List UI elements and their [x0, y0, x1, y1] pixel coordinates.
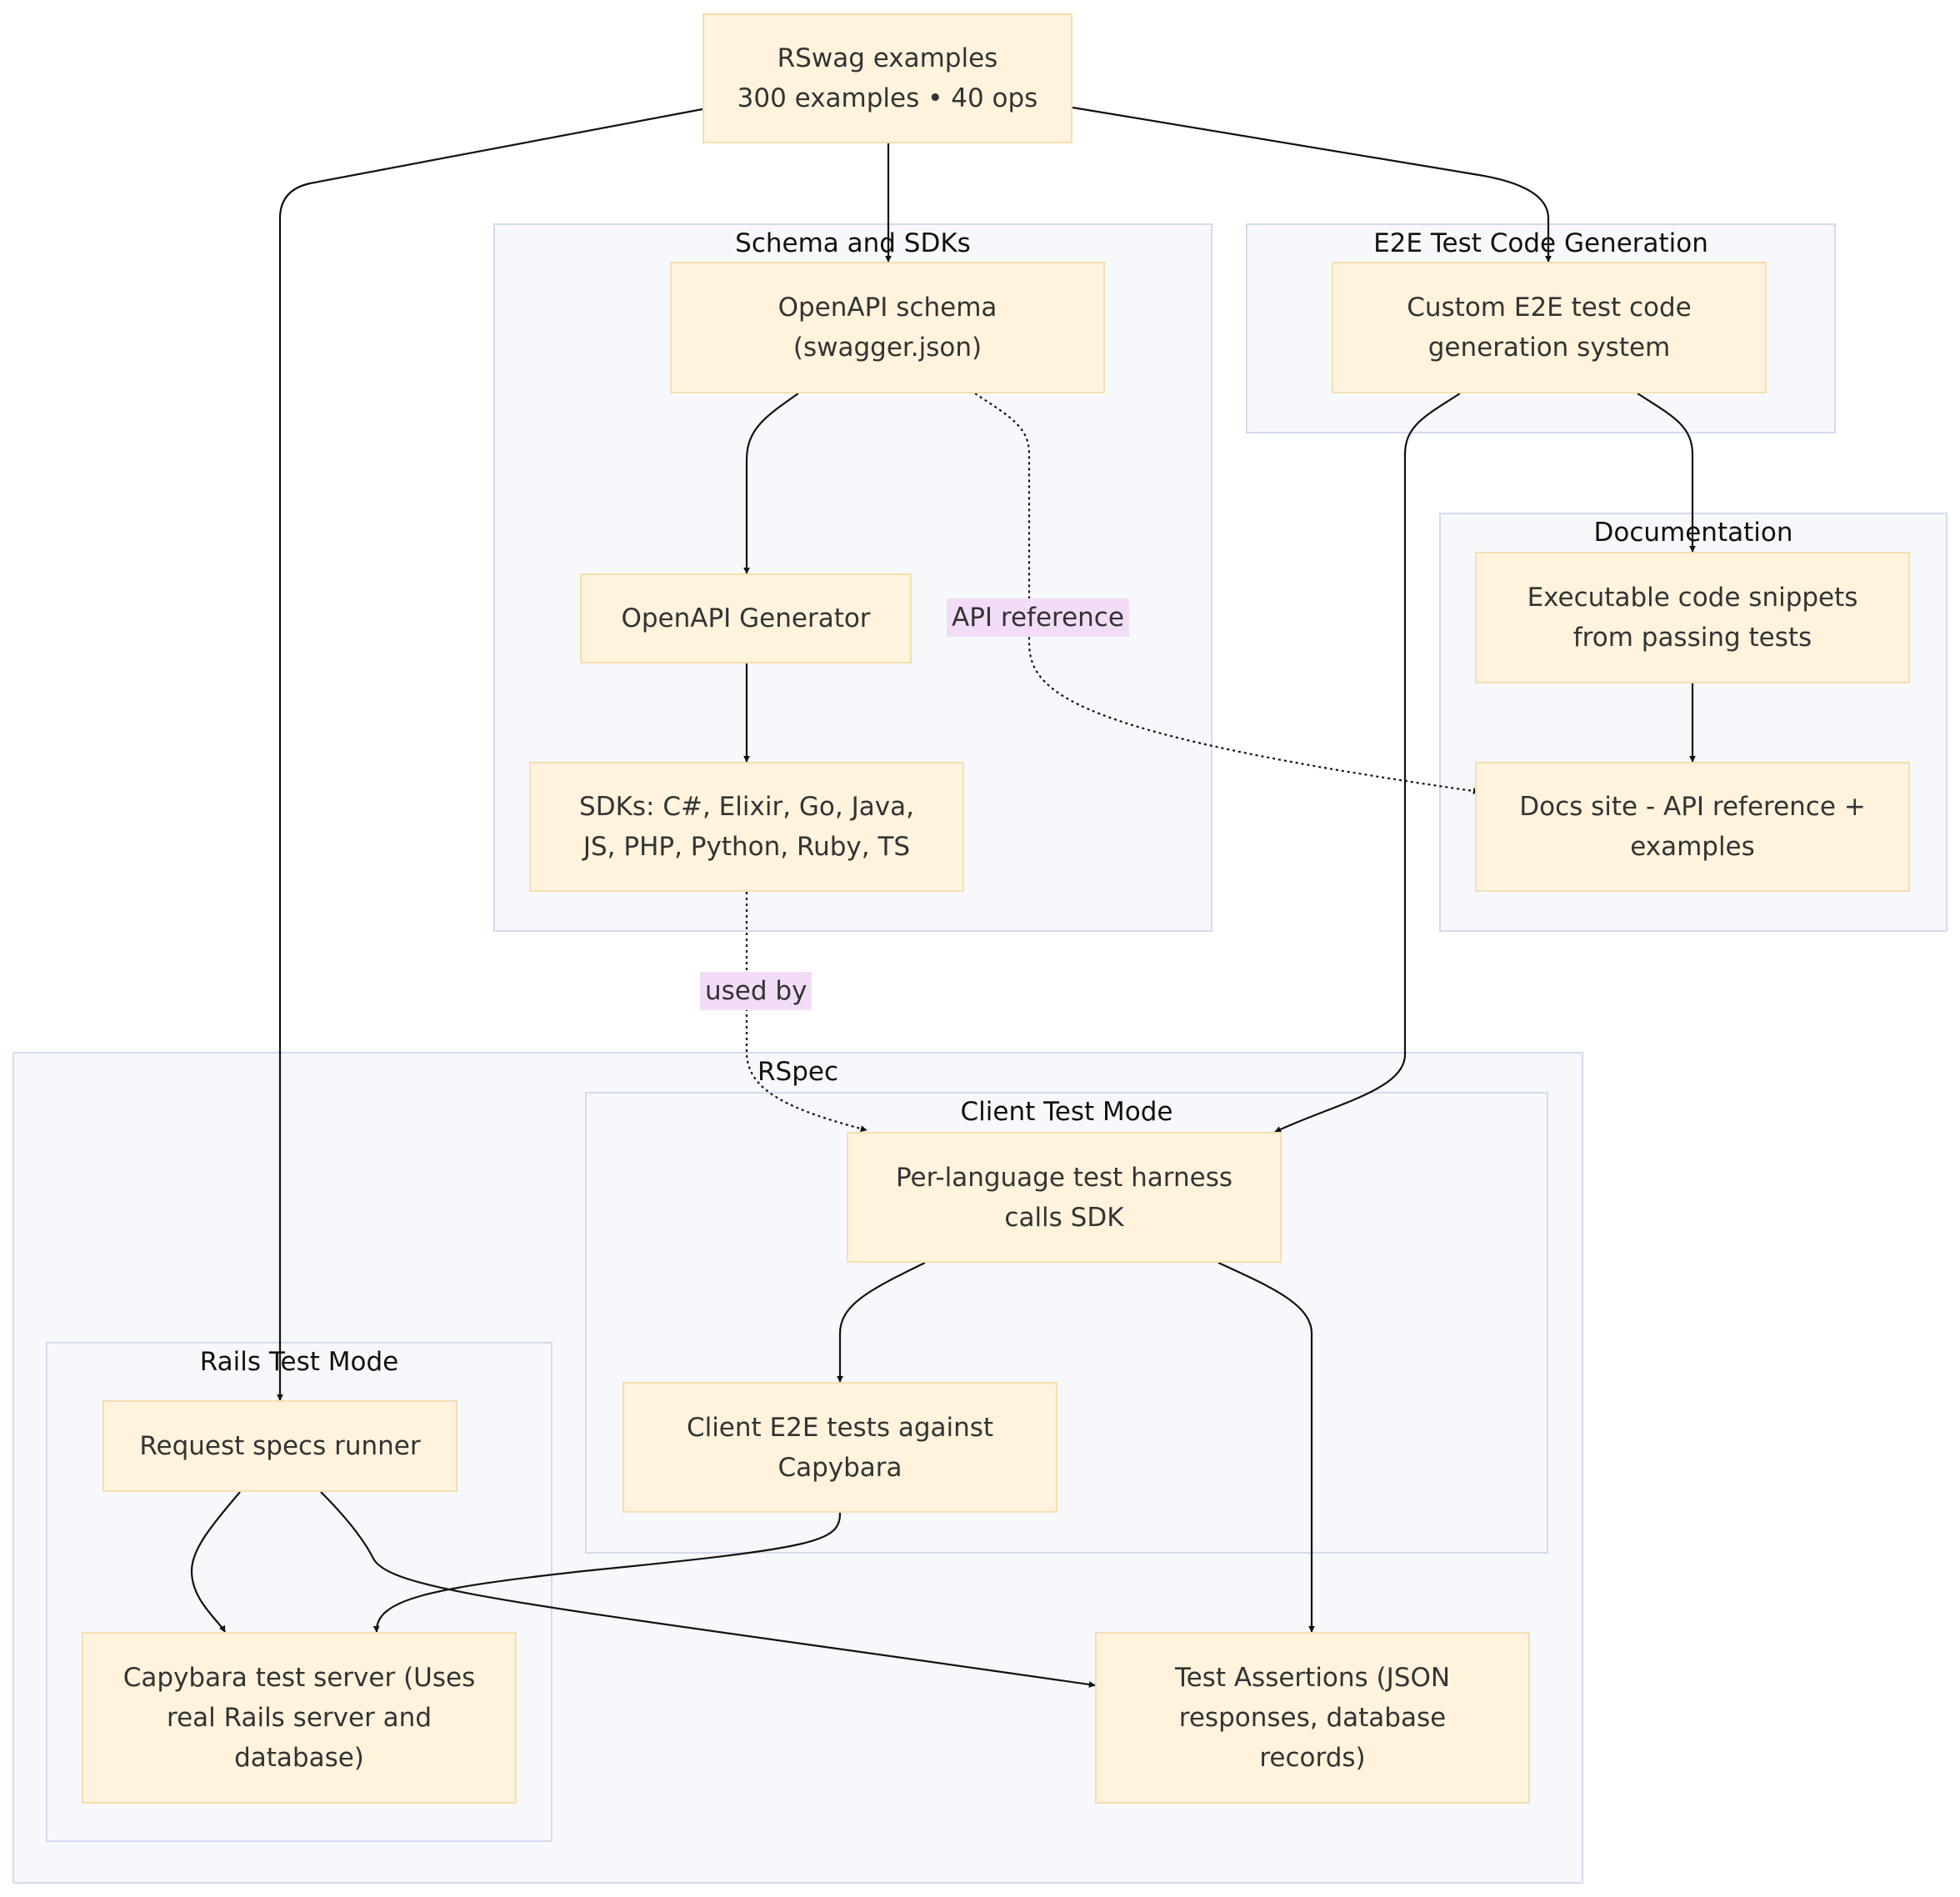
node-docs-site-line-2: examples	[1630, 832, 1755, 862]
edge-rswag-to-request-specs	[277, 108, 703, 1401]
node-assertions-line-1: Test Assertions (JSON	[1174, 1663, 1451, 1693]
node-snippets-line-1: Executable code snippets	[1527, 583, 1858, 613]
node-openapi-schema-line-2: (swagger.json)	[792, 333, 982, 363]
edge-custom-e2e-to-harness	[1274, 393, 1461, 1133]
cluster-title-client-test-mode: Client Test Mode	[960, 1097, 1173, 1127]
edge-label-used-by: used by	[700, 972, 812, 1010]
node-openapi-generator: OpenAPI Generator	[580, 573, 912, 663]
node-capybara-line-1: Capybara test server (Uses	[122, 1663, 476, 1693]
node-rswag-line-2: 300 examples • 40 ops	[737, 83, 1038, 113]
node-sdks: SDKs: C#, Elixir, Go, Java, JS, PHP, Pyth…	[529, 762, 964, 892]
node-snippets-line-2: from passing tests	[1572, 623, 1812, 653]
node-test-assertions: Test Assertions (JSON responses, database…	[1095, 1632, 1530, 1804]
edge-request-specs-to-capybara	[190, 1491, 241, 1633]
edge-openapi-schema-to-generator	[743, 393, 799, 574]
node-request-specs-line-1: Request specs runner	[139, 1431, 421, 1461]
node-docs-site: Docs site - API reference + examples	[1475, 762, 1910, 892]
edge-harness-to-assertions	[1218, 1261, 1315, 1633]
node-assertions-line-3: records)	[1259, 1743, 1366, 1773]
node-client-e2e-line-2: Capybara	[778, 1452, 902, 1483]
edge-harness-to-client-e2e	[837, 1262, 926, 1383]
edge-request-specs-to-assertions	[320, 1491, 1096, 1688]
node-sdks-line-1: SDKs: C#, Elixir, Go, Java,	[579, 792, 914, 822]
node-executable-snippets: Executable code snippets from passing tes…	[1475, 552, 1910, 683]
node-sdks-line-2: JS, PHP, Python, Ruby, TS	[582, 832, 911, 862]
node-custom-e2e-generation: Custom E2E test code generation system	[1332, 262, 1767, 393]
cluster-title-e2e-test-code-generation: E2E Test Code Generation	[1373, 228, 1708, 258]
node-capybara-line-2: real Rails server and	[167, 1703, 432, 1733]
node-rswag-line-1: RSwag examples	[777, 43, 998, 73]
edge-client-e2e-to-capybara	[372, 1512, 842, 1633]
edge-custom-e2e-to-docs-snippets	[1637, 393, 1696, 553]
node-harness-line-1: Per-language test harness	[895, 1162, 1233, 1193]
node-docs-site-line-1: Docs site - API reference +	[1519, 792, 1866, 822]
node-harness-line-2: calls SDK	[1004, 1202, 1124, 1233]
cluster-title-rails-test-mode: Rails Test Mode	[199, 1347, 399, 1377]
node-openapi-schema: OpenAPI schema (swagger.json)	[670, 262, 1105, 393]
edge-sdks-to-harness	[745, 892, 868, 1133]
node-client-e2e-line-1: Client E2E tests against	[686, 1412, 994, 1443]
node-request-specs-runner: Request specs runner	[102, 1400, 458, 1492]
node-test-harness: Per-language test harness calls SDK	[847, 1132, 1282, 1263]
node-custom-e2e-line-2: generation system	[1428, 333, 1671, 363]
node-assertions-line-2: responses, database	[1178, 1703, 1447, 1733]
node-custom-e2e-line-1: Custom E2E test code	[1407, 293, 1692, 323]
node-openapi-generator-line-1: OpenAPI Generator	[621, 603, 871, 633]
node-capybara-line-3: database)	[234, 1743, 364, 1773]
cluster-title-schema-and-sdks: Schema and SDKs	[735, 228, 971, 258]
edge-openapi-schema-to-docs-site	[974, 393, 1480, 794]
node-rswag-examples: RSwag examples 300 examples • 40 ops	[702, 13, 1072, 143]
edge-label-api-reference: API reference	[947, 598, 1129, 637]
edge-rswag-to-custom-e2e	[1072, 106, 1552, 263]
node-capybara-test-server: Capybara test server (Uses real Rails ser…	[82, 1632, 517, 1804]
cluster-title-rspec: RSpec	[757, 1057, 838, 1087]
node-openapi-schema-line-1: OpenAPI schema	[778, 293, 998, 323]
